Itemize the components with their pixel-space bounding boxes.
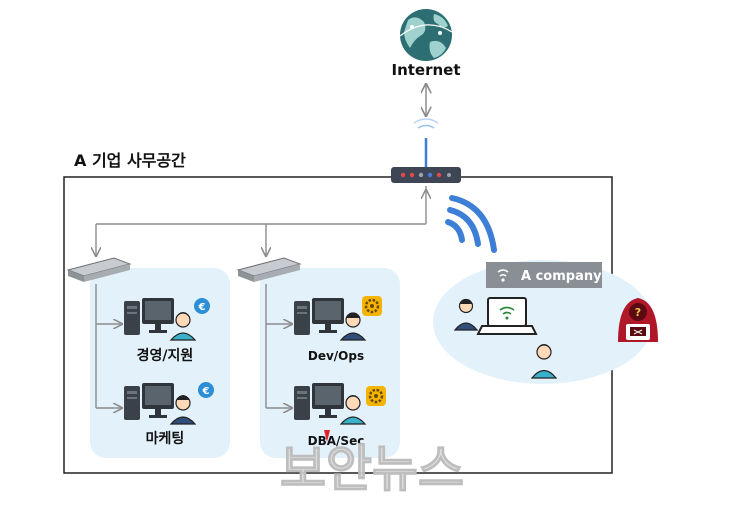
wifi-signal-icon: [445, 195, 497, 253]
svg-text:?: ?: [635, 306, 641, 319]
gear-badge-icon: [362, 296, 382, 316]
user-icon: [453, 298, 479, 331]
user-icon: [339, 395, 367, 425]
router-icon: [391, 118, 461, 183]
internet-label: Internet: [391, 61, 460, 79]
router-switch-links: [96, 186, 426, 256]
svg-text:€: €: [198, 302, 206, 313]
office-title: A 기업 사무공간: [74, 151, 186, 170]
laptop-icon: [476, 297, 538, 335]
user-icon: [339, 312, 367, 341]
switch-pc-links: [95, 284, 292, 408]
hacker-icon: ?: [618, 298, 658, 342]
user-icon: [169, 395, 197, 425]
svg-text:€: €: [202, 386, 210, 397]
euro-badge-icon: €: [194, 298, 210, 314]
alert-pin-icon: [324, 430, 330, 442]
wifi-network-label: A company: [521, 269, 602, 284]
gear-badge-icon: [366, 386, 386, 406]
dept-label: 마케팅: [146, 430, 185, 447]
wifi-zone: [433, 260, 653, 384]
dept-label: DBA/Sec: [308, 434, 365, 448]
globe-icon: [399, 9, 453, 61]
euro-badge-icon: €: [198, 382, 214, 398]
watermark-text: 보안뉴스: [280, 440, 464, 498]
dept-label: 경영/지원: [137, 347, 194, 364]
wifi-network-badge: A company: [486, 262, 602, 288]
dept-label: Dev/Ops: [308, 349, 364, 363]
user-icon: [169, 312, 197, 341]
user-icon: [530, 344, 558, 379]
